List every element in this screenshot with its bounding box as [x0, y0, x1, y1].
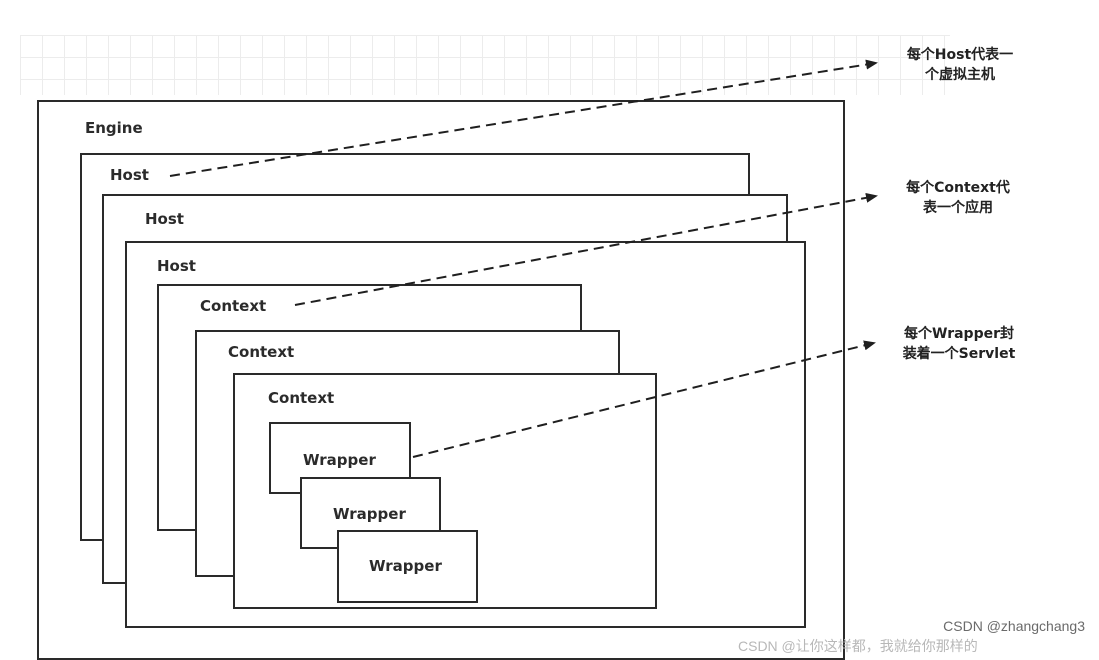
host-arrow [169, 59, 878, 177]
host-note-line1: 每个Host代表一 [906, 47, 1014, 63]
context-arrow [294, 192, 878, 306]
engine-label: Engine [85, 119, 143, 137]
wrapper-arrow [412, 340, 876, 458]
annotation-arrows [169, 59, 878, 458]
context-label-1: Context [200, 297, 267, 315]
context-note-line2: 表一个应用 [923, 200, 993, 216]
host-label-1: Host [110, 166, 149, 184]
host-note-line2: 个虚拟主机 [925, 67, 995, 83]
host-label-3: Host [157, 257, 196, 275]
context-label-3: Context [268, 389, 335, 407]
watermark: CSDN @zhangchang3 [943, 618, 1085, 634]
watermark-partial: CSDN @让你这样都，我就给你那样的 [738, 638, 978, 654]
wrapper-note-line1: 每个Wrapper封 [904, 326, 1014, 342]
background-grid [20, 35, 950, 95]
wrapper-note: 每个Wrapper封 装着一个Servlet [889, 324, 1029, 364]
context-note-line1: 每个Context代 [906, 180, 1010, 196]
context-label-2: Context [228, 343, 295, 361]
wrapper-label-3: Wrapper [369, 557, 442, 575]
wrapper-label-1: Wrapper [303, 451, 376, 469]
host-label-2: Host [145, 210, 184, 228]
wrapper-box-3 [337, 530, 478, 603]
context-note: 每个Context代 表一个应用 [893, 178, 1023, 218]
wrapper-note-line2: 装着一个Servlet [902, 346, 1016, 362]
wrapper-label-2: Wrapper [333, 505, 406, 523]
host-note: 每个Host代表一 个虚拟主机 [895, 45, 1025, 85]
